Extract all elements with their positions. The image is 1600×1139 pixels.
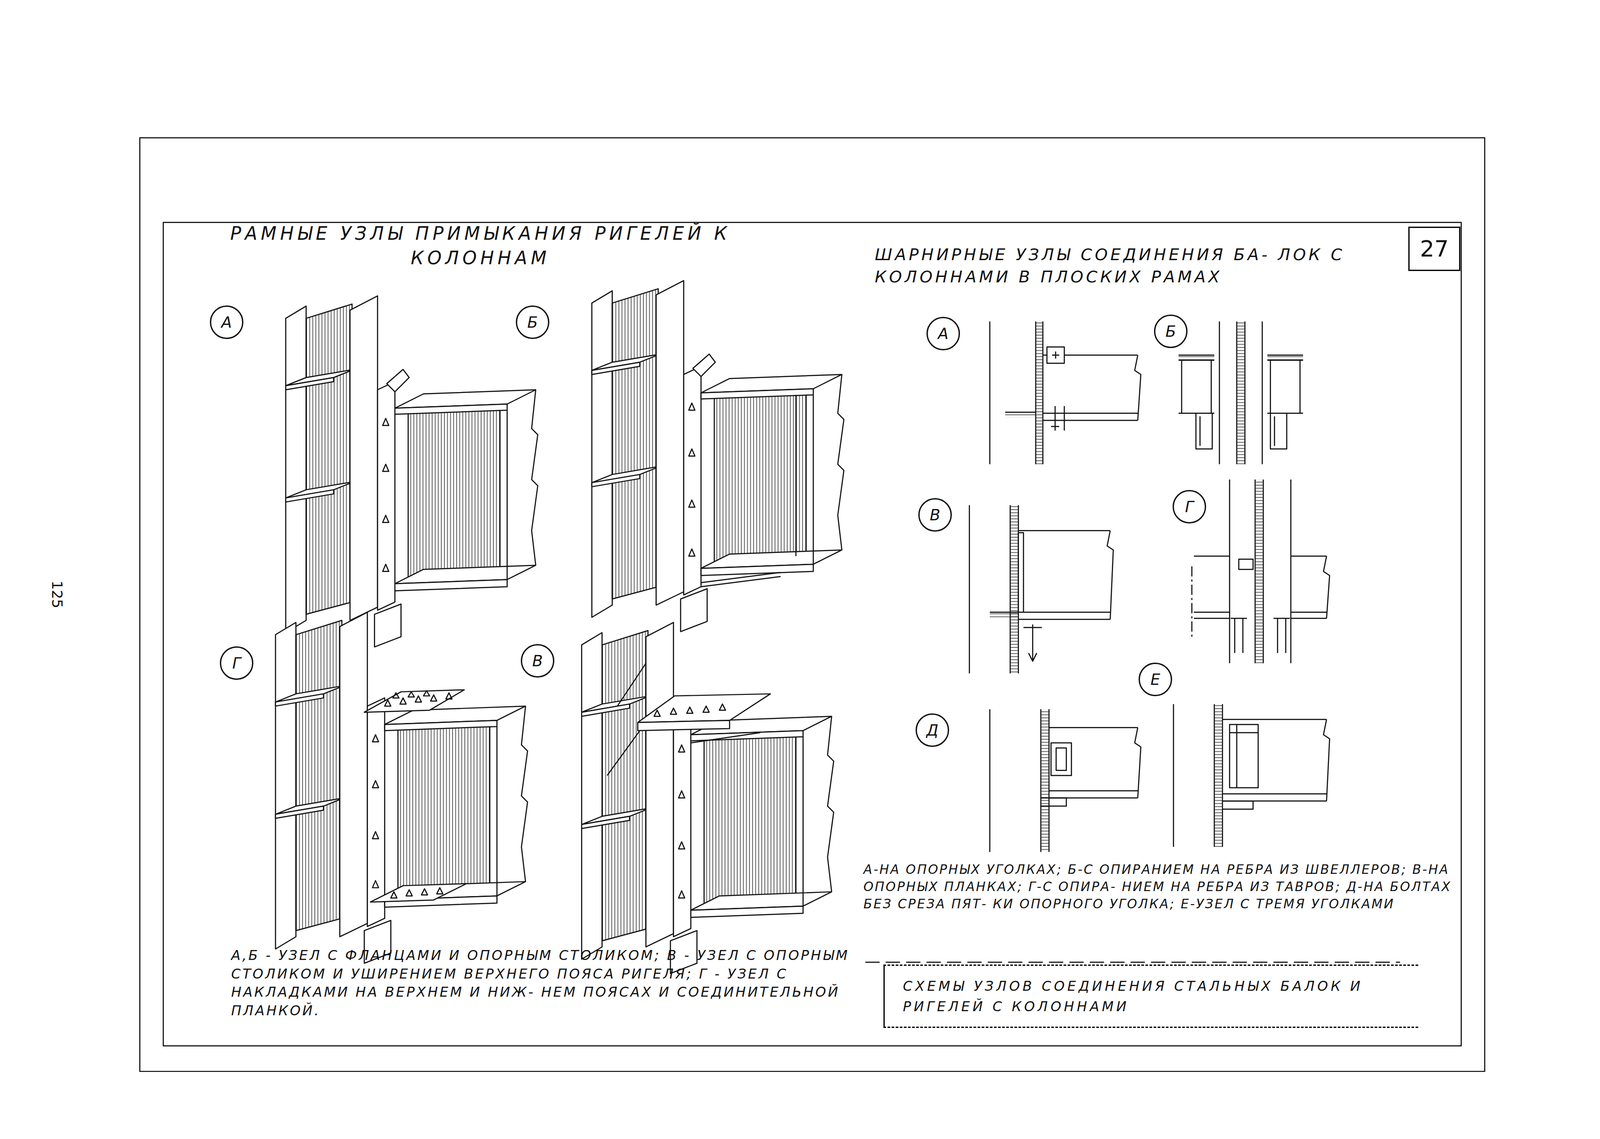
section-heading: ШАРНИРНЫЕ УЗЛЫ СОЕДИНЕНИЯ БА- ЛОК С КОЛО… <box>874 243 1397 288</box>
caption-note: А-НА ОПОРНЫХ УГОЛКАХ; Б-С ОПИРАНИЕМ НА Р… <box>863 861 1462 913</box>
variant-circle: Б <box>515 305 550 340</box>
section-heading: РАМНЫЕ УЗЛЫ ПРИМЫКАНИЯ РИГЕЛЕЙ К КОЛОННА… <box>190 221 771 271</box>
node-label: Б <box>527 313 538 332</box>
variant-circle: В <box>520 644 555 678</box>
variant-circle: Б <box>1153 314 1188 349</box>
variant-circle: А <box>926 316 960 351</box>
node-label: Б <box>1165 322 1176 341</box>
variant-circle: Д <box>915 713 950 747</box>
sheet-number-box: 27 <box>1408 226 1461 272</box>
title-text: СХЕМЫ УЗЛОВ СОЕДИНЕНИЯ СТАЛЬНЫХ БАЛОК И … <box>902 975 1405 1017</box>
node-label: 27 <box>1420 235 1450 262</box>
variant-circle: Г <box>219 646 254 680</box>
node-label: А <box>937 324 949 343</box>
title-block: СХЕМЫ УЗЛОВ СОЕДИНЕНИЯ СТАЛЬНЫХ БАЛОК И … <box>883 964 1419 1028</box>
variant-circle: Е <box>1138 662 1173 697</box>
variant-circle: Г <box>1172 489 1207 524</box>
node-label: Г <box>1185 497 1194 516</box>
variant-circle: А <box>209 305 244 340</box>
node-label: Г <box>232 654 242 673</box>
node-label: А <box>221 313 232 332</box>
page-number: 125 <box>46 574 67 616</box>
caption-note: А,Б - УЗЕЛ С ФЛАНЦАМИ И ОПОРНЫМ СТОЛИКОМ… <box>231 946 875 1020</box>
node-label: Д <box>926 721 939 740</box>
node-label: Е <box>1150 670 1160 689</box>
variant-circle: В <box>918 498 952 532</box>
node-label: В <box>532 651 543 670</box>
node-label: В <box>929 505 941 524</box>
